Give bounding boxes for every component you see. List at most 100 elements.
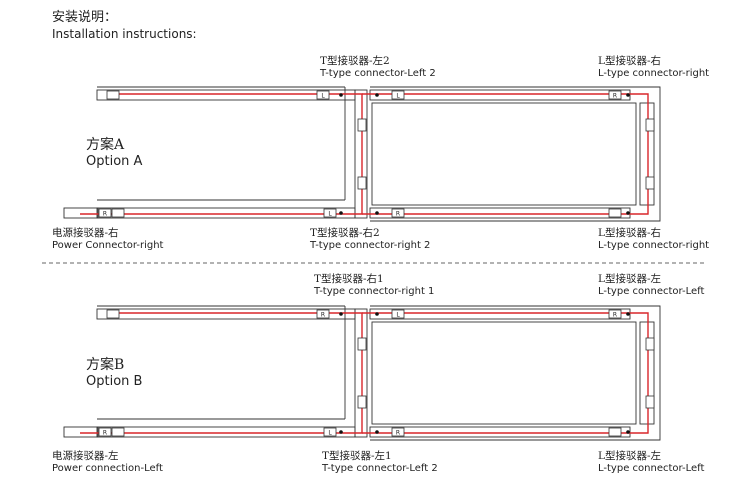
a-bottom-left-label-cn: 电源接驳器-右 — [52, 227, 119, 239]
power-connector-cap — [111, 427, 125, 437]
middle-vertical-track — [354, 89, 368, 219]
heading-cn: 安装说明： — [52, 10, 118, 25]
b-bottom-mid-label-en: T-type connector-Left 2 — [322, 463, 438, 474]
right-vertical-track — [639, 102, 655, 206]
lower-track-right — [369, 207, 631, 219]
middle-vertical-track — [354, 308, 368, 438]
upper-mid-connector-mark: L — [396, 312, 400, 319]
a-top-right-label-cn: L型接驳器-右 — [598, 55, 662, 67]
outer-line-right-frame — [370, 305, 661, 441]
lower-track-right — [369, 426, 631, 438]
power-connector-cap — [111, 208, 125, 218]
upper-right-connector-mark: R — [613, 312, 617, 319]
right-vertical-track — [639, 321, 655, 425]
b-bottom-mid-label-cn: T型接驳器-左1 — [322, 450, 392, 462]
upper-track-left — [96, 308, 356, 320]
a-top-right-label-en: L-type connector-right — [598, 68, 710, 79]
right-lower-connector — [645, 395, 655, 409]
end-cap-connector — [106, 90, 120, 100]
wire-left-loop — [80, 93, 363, 215]
right-upper-connector — [645, 118, 655, 132]
lower-left-connector-mark: L — [328, 430, 332, 437]
junction-dot-lower-mid — [375, 211, 379, 215]
junction-dot-lower-left — [339, 211, 343, 215]
a-bottom-right-label-cn: L型接驳器-右 — [598, 227, 662, 239]
right-lower-connector — [645, 176, 655, 190]
junction-dot-lower-right — [626, 430, 630, 434]
upper-mid-connector-mark: L — [396, 93, 400, 100]
lower-track-left — [96, 426, 356, 438]
junction-dot-lower-left — [339, 430, 343, 434]
lower-track-left — [96, 207, 356, 219]
junction-dot-lower-right — [626, 211, 630, 215]
b-bottom-left-label-en: Power connection-Left — [52, 463, 163, 474]
power-connector — [98, 208, 112, 218]
upper-left-connector — [316, 309, 330, 319]
lower-mid-connector — [391, 427, 405, 437]
a-top-left-label-cn: T型接驳器-左2 — [320, 55, 390, 67]
junction-dot-upper-mid — [375, 312, 379, 316]
lower-mid-connector-mark: R — [396, 211, 400, 218]
a-bottom-mid-label-cn: T型接驳器-右2 — [310, 227, 380, 239]
b-top-right-label-en: L-type connector-Left — [598, 286, 705, 297]
wire-right-loop — [362, 93, 649, 215]
upper-track-right — [369, 89, 631, 101]
upper-track-left — [96, 89, 356, 101]
b-top-right-label-cn: L型接驳器-左 — [598, 273, 662, 285]
heading-en: Installation instructions: — [52, 27, 197, 41]
power-connector-mark: R — [103, 211, 107, 218]
upper-left-connector-mark: R — [321, 312, 325, 319]
option-a-track-layout: L L R R L R — [63, 86, 661, 222]
upper-mid-connector — [391, 309, 405, 319]
middle-lower-connector — [357, 176, 367, 190]
junction-dot-upper-right — [626, 93, 630, 97]
junction-dot-lower-mid — [375, 430, 379, 434]
wire-left-loop — [80, 312, 363, 434]
b-top-left-label-cn: T型接驳器-右1 — [314, 273, 384, 285]
upper-right-connector — [608, 309, 622, 319]
middle-lower-connector — [357, 395, 367, 409]
junction-dot-upper-left — [339, 312, 343, 316]
option-b-label-en: Option B — [86, 374, 143, 389]
power-feed-stub — [63, 207, 99, 219]
upper-right-connector-mark: R — [613, 93, 617, 100]
upper-left-connector — [316, 90, 330, 100]
lower-left-connector — [323, 427, 337, 437]
junction-dot-upper-mid — [375, 93, 379, 97]
a-top-left-label-en: T-type connector-Left 2 — [320, 68, 436, 79]
upper-mid-connector — [391, 90, 405, 100]
a-bottom-mid-label-en: T-type connector-right 2 — [310, 240, 431, 251]
upper-right-connector — [608, 90, 622, 100]
end-cap-connector — [106, 309, 120, 319]
option-a-label-en: Option A — [86, 154, 143, 169]
outer-line-right-frame — [370, 86, 661, 222]
power-connector — [98, 427, 112, 437]
middle-upper-connector — [357, 337, 367, 351]
option-a-label-cn: 方案A — [86, 137, 125, 153]
inner-frame — [371, 321, 637, 425]
lower-left-connector-mark: L — [328, 211, 332, 218]
lower-right-connector — [608, 208, 622, 218]
upper-left-connector-mark: L — [321, 93, 325, 100]
junction-dot-upper-left — [339, 93, 343, 97]
junction-dot-upper-right — [626, 312, 630, 316]
power-connector-mark: R — [103, 430, 107, 437]
middle-upper-connector — [357, 118, 367, 132]
lower-mid-connector — [391, 208, 405, 218]
b-bottom-right-label-en: L-type connector-Left — [598, 463, 705, 474]
inner-frame — [371, 102, 637, 206]
a-bottom-left-label-en: Power Connector-right — [52, 240, 164, 251]
b-top-left-label-en: T-type connector-right 1 — [314, 286, 435, 297]
upper-track-right — [369, 308, 631, 320]
lower-right-connector — [608, 427, 622, 437]
b-bottom-right-label-cn: L型接驳器-左 — [598, 450, 662, 462]
lower-mid-connector-mark: R — [396, 430, 400, 437]
a-bottom-right-label-en: L-type connector-right — [598, 240, 710, 251]
right-upper-connector — [645, 337, 655, 351]
option-b-track-layout: R L R R L R — [63, 305, 661, 441]
b-bottom-left-label-cn: 电源接驳器-左 — [52, 450, 119, 462]
option-b-label-cn: 方案B — [86, 357, 125, 373]
lower-left-connector — [323, 208, 337, 218]
wire-right-loop — [362, 312, 649, 434]
